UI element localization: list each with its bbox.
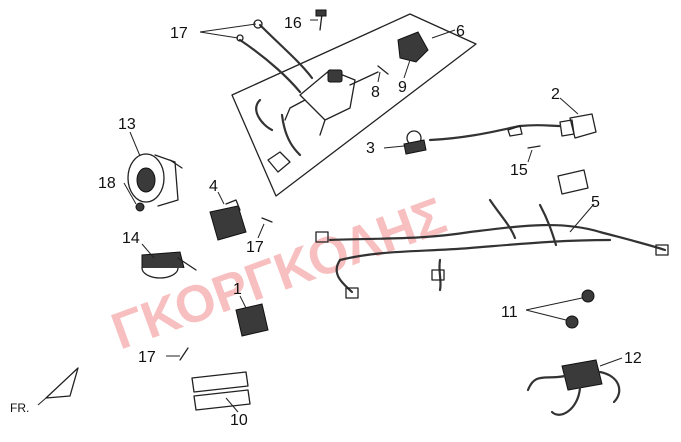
bolt-18[interactable] [135, 202, 145, 212]
callout-11: 11 [501, 304, 518, 321]
horn-13[interactable] [127, 153, 183, 207]
relay-4[interactable] [209, 199, 247, 241]
callout-6: 6 [456, 23, 465, 40]
callout-17-middle: 17 [246, 239, 264, 256]
callout-14: 14 [122, 230, 140, 247]
callout-8: 8 [371, 84, 380, 101]
callout-2: 2 [551, 86, 560, 103]
callout-1: 1 [233, 281, 242, 298]
callout-12: 12 [624, 350, 642, 367]
leader-lines [123, 19, 623, 413]
callout-4: 4 [209, 178, 218, 195]
callout-17-lower: 17 [138, 349, 156, 366]
nuts-11[interactable] [565, 289, 595, 329]
relay-1[interactable] [235, 303, 269, 337]
callout-10: 10 [230, 412, 248, 429]
callout-13: 13 [118, 116, 136, 133]
bolt-17-middle[interactable] [261, 217, 273, 223]
screw-15[interactable] [527, 145, 541, 149]
callout-17-top: 17 [170, 25, 188, 42]
connector-cable-2[interactable] [428, 113, 597, 142]
buzzer-14[interactable] [141, 251, 197, 279]
bolts-17-top[interactable] [236, 19, 263, 42]
direction-label: FR. [10, 401, 29, 415]
ignition-switch-assembly[interactable] [238, 23, 389, 173]
callout-15: 15 [510, 162, 528, 179]
switch-cap[interactable] [397, 31, 429, 63]
callout-3: 3 [366, 140, 375, 157]
screw-17-lower[interactable] [179, 347, 189, 361]
callout-5: 5 [591, 194, 600, 211]
starter-relay-12[interactable] [526, 359, 621, 416]
callout-16: 16 [284, 15, 302, 32]
watermark-text: ΓΚΟΡΓΚΟΛΗΣ [104, 187, 453, 361]
group-outline-6 [231, 13, 477, 197]
callout-18: 18 [98, 175, 116, 192]
callout-9: 9 [398, 79, 407, 96]
direction-arrow [37, 367, 79, 406]
wiring-harness-5[interactable] [315, 169, 669, 299]
sensor-3[interactable] [403, 130, 427, 155]
screw-16[interactable] [315, 9, 327, 31]
connectors-10[interactable] [191, 371, 251, 411]
